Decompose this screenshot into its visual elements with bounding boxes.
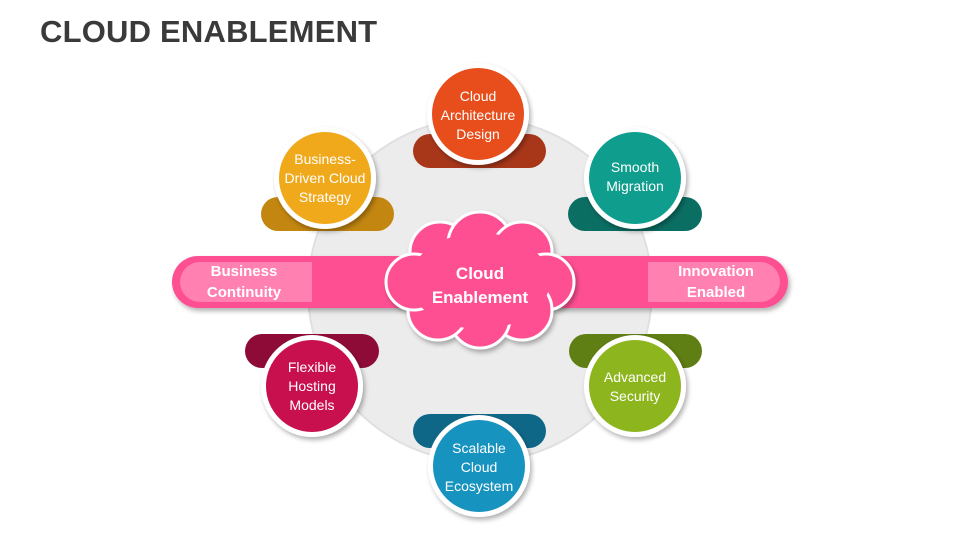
node-label-line: Flexible xyxy=(287,359,337,375)
node-label-line: Strategy xyxy=(298,189,352,205)
banner-left-line2: Continuity xyxy=(206,284,282,301)
node-label-line: Hosting xyxy=(288,378,336,394)
node-label-architecture: Cloud Architecture Design xyxy=(432,87,524,144)
center-label: Cloud Enablement xyxy=(400,262,560,310)
center-label-line1: Cloud xyxy=(455,264,505,283)
node-security xyxy=(569,334,702,437)
center-cloud xyxy=(384,210,576,350)
node-hosting-circle xyxy=(266,340,358,432)
node-migration xyxy=(568,127,702,231)
node-label-line: Smooth xyxy=(610,159,660,175)
banner-right-label: Innovation Enabled xyxy=(656,261,776,303)
node-strategy xyxy=(261,127,394,231)
banner-right-line1: Innovation xyxy=(678,263,754,280)
node-label-line: Models xyxy=(289,397,335,413)
node-security-circle xyxy=(589,340,681,432)
node-label-ecosystem: Scalable Cloud Ecosystem xyxy=(433,439,525,496)
banner-left-label: Business Continuity xyxy=(184,261,304,303)
center-label-line2: Enablement xyxy=(431,288,529,307)
node-label-line: Migration xyxy=(606,178,664,194)
node-label-migration: Smooth Migration xyxy=(589,158,681,196)
node-label-line: Driven Cloud xyxy=(284,170,366,186)
node-label-line: Business- xyxy=(294,151,356,167)
node-architecture xyxy=(413,63,546,168)
node-label-line: Advanced xyxy=(603,369,667,385)
node-label-line: Cloud xyxy=(459,88,497,104)
node-label-line: Design xyxy=(456,126,500,142)
node-ecosystem-circle xyxy=(433,420,525,512)
node-label-line: Ecosystem xyxy=(444,478,514,494)
node-label-hosting: Flexible Hosting Models xyxy=(266,358,358,415)
banner-right-line2: Enabled xyxy=(686,284,746,301)
node-label-line: Security xyxy=(609,388,661,404)
slide-title: CLOUD ENABLEMENT xyxy=(40,14,378,49)
node-hosting xyxy=(245,334,379,437)
node-label-line: Architecture xyxy=(440,107,516,123)
node-label-security: Advanced Security xyxy=(589,368,681,406)
node-migration-circle xyxy=(589,132,681,224)
node-label-line: Scalable xyxy=(452,440,506,456)
node-label-strategy: Business- Driven Cloud Strategy xyxy=(279,150,371,207)
banner-left-line1: Business xyxy=(210,263,278,280)
node-architecture-circle xyxy=(432,68,524,160)
node-strategy-circle xyxy=(279,132,371,224)
node-ecosystem xyxy=(413,414,546,517)
node-label-line: Cloud xyxy=(460,459,498,475)
